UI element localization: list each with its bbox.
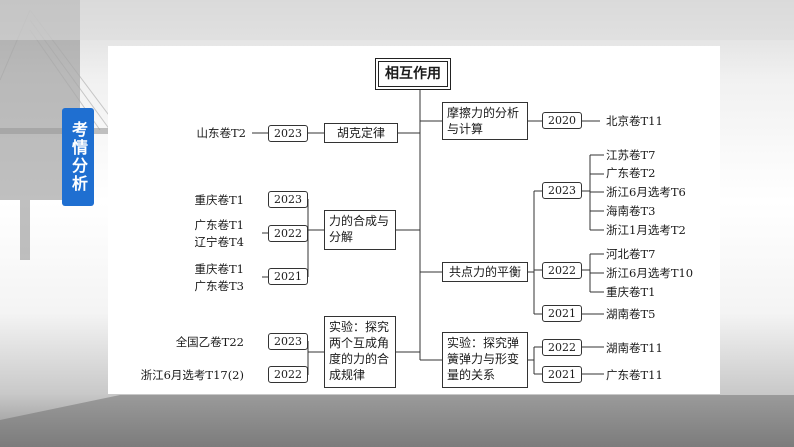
left-topic-experiment: 实验：探究两个互成角度的力的合成规律 — [324, 316, 396, 388]
source-label: 浙江6月选考T17(2) — [140, 368, 244, 382]
source-label: 浙江6月选考T6 — [606, 185, 686, 199]
source-label: 山东卷T2 — [196, 126, 247, 140]
source-label: 广东卷T2 — [606, 166, 656, 180]
year-tag: 2023 — [268, 191, 308, 208]
year-tag: 2022 — [542, 262, 582, 279]
source-label: 广东卷T1 — [194, 218, 245, 232]
year-tag: 2023 — [542, 182, 582, 199]
root-node: 相互作用 — [378, 61, 448, 87]
year-tag: 2022 — [268, 366, 308, 383]
year-tag: 2021 — [542, 305, 582, 322]
source-label: 广东卷T3 — [194, 279, 245, 293]
source-label: 河北卷T7 — [606, 247, 656, 261]
right-topic-friction: 摩擦力的分析与计算 — [442, 102, 528, 140]
right-topic-spring-experiment: 实验：探究弹簧弹力与形变量的关系 — [442, 332, 528, 388]
year-tag: 2022 — [542, 339, 582, 356]
source-label: 重庆卷T1 — [194, 193, 245, 207]
right-topic-equilibrium: 共点力的平衡 — [442, 262, 528, 282]
source-label: 湖南卷T11 — [606, 341, 663, 355]
source-label: 湖南卷T5 — [606, 307, 656, 321]
source-label: 广东卷T11 — [606, 368, 663, 382]
year-tag: 2021 — [268, 268, 308, 285]
year-tag: 2020 — [542, 112, 582, 129]
side-tab-label: 考情分析 — [62, 108, 94, 206]
year-tag: 2023 — [268, 333, 308, 350]
source-label: 江苏卷T7 — [606, 148, 656, 162]
year-tag: 2023 — [268, 125, 308, 142]
source-label: 重庆卷T1 — [606, 285, 656, 299]
left-topic-composition: 力的合成与分解 — [324, 210, 396, 250]
content-panel — [108, 46, 720, 394]
source-label: 辽宁卷T4 — [194, 235, 245, 249]
source-label: 浙江1月选考T2 — [606, 223, 686, 237]
left-topic-hooke: 胡克定律 — [324, 123, 398, 143]
source-label: 浙江6月选考T10 — [606, 266, 694, 280]
source-label: 全国乙卷T22 — [175, 335, 244, 349]
source-label: 海南卷T3 — [606, 204, 656, 218]
year-tag: 2021 — [542, 366, 582, 383]
source-label: 北京卷T11 — [606, 114, 663, 128]
source-label: 重庆卷T1 — [194, 262, 245, 276]
year-tag: 2022 — [268, 225, 308, 242]
